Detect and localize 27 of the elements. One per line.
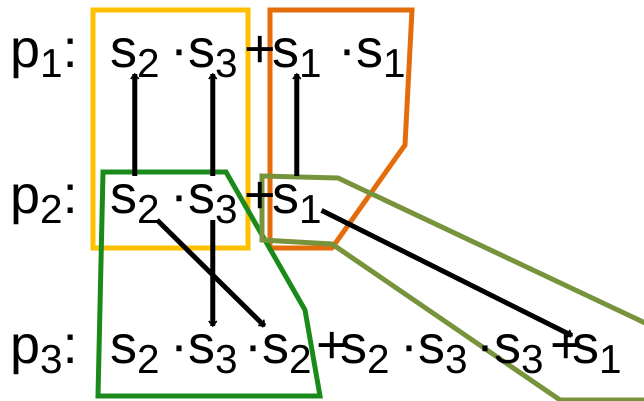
polynomial-label: p$_{3}$: (10, 318, 78, 372)
variable-term: s$_{1}$ (272, 22, 322, 76)
operator-symbol: · (400, 318, 418, 372)
variable-term: s$_{3}$ (188, 22, 238, 76)
operator-symbol: · (170, 318, 188, 372)
variable-term: s$_{2}$ (110, 318, 160, 372)
operator-symbol: · (338, 22, 356, 76)
arrow (208, 220, 218, 327)
variable-term: s$_{1}$ (272, 168, 322, 222)
operator-symbol: · (170, 22, 188, 76)
variable-term: s$_{1}$ (356, 22, 406, 76)
arrow (155, 218, 266, 328)
variable-term: s$_{2}$ (110, 22, 160, 76)
arrow (320, 208, 574, 338)
variable-term: s$_{3}$ (188, 318, 238, 372)
variable-term: s$_{3}$ (418, 318, 468, 372)
operator-symbol: · (170, 168, 188, 222)
variable-term: s$_{2}$ (262, 318, 312, 372)
arrow (292, 73, 302, 176)
variable-term: s$_{3}$ (188, 168, 238, 222)
polynomial-label: p$_{1}$: (10, 22, 78, 76)
arrow (130, 73, 140, 176)
polynomial-label: p$_{2}$: (10, 168, 78, 222)
arrow (208, 73, 218, 176)
variable-term: s$_{3}$ (494, 318, 544, 372)
variable-term: s$_{2}$ (110, 168, 160, 222)
operator-symbol: · (244, 318, 262, 372)
